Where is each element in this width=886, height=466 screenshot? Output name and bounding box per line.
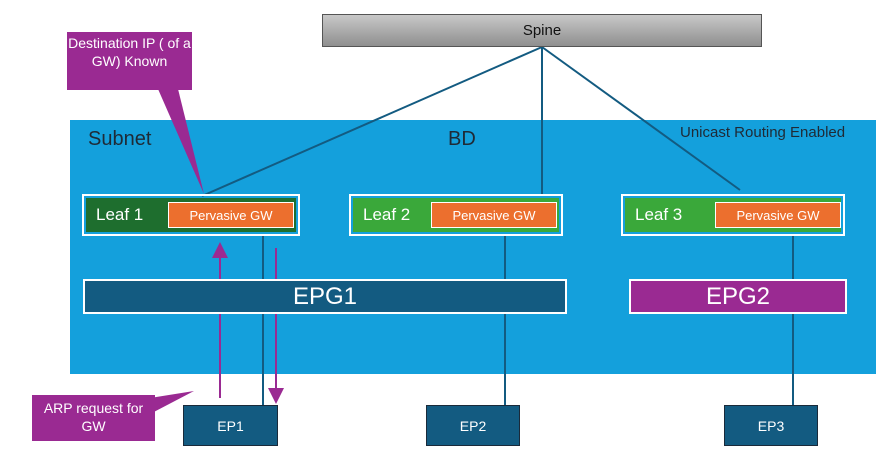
leaf-1-pervasive-gw: Pervasive GW [168, 202, 294, 228]
spine-label: Spine [522, 22, 562, 39]
epg1-bar: EPG1 [83, 279, 567, 314]
arp-request-callout-text: ARP request for GW [43, 400, 144, 434]
arp-request-callout: ARP request for GW [32, 395, 155, 441]
leaf-3-label: Leaf 3 [635, 205, 683, 224]
leaf-2: Leaf 2 Pervasive GW [349, 194, 563, 236]
ep1-label: EP1 [217, 417, 244, 434]
leaf-3: Leaf 3 Pervasive GW [621, 194, 845, 236]
leaf-3-pervasive-gw: Pervasive GW [715, 202, 841, 228]
arp-callout-pointer [150, 391, 194, 414]
epg1-label: EPG1 [292, 282, 358, 310]
spine-leaf3-link [541, 46, 741, 191]
unicast-routing-label: Unicast Routing Enabled [680, 124, 846, 141]
ep1-box: EP1 [183, 405, 278, 446]
bd-label: BD [448, 128, 476, 150]
ep3-box: EP3 [724, 405, 818, 446]
epg2-bar: EPG2 [629, 279, 847, 314]
leaf-2-label: Leaf 2 [363, 205, 411, 224]
destination-ip-callout-text: Destination IP ( of a GW) Known [68, 35, 191, 69]
leaf-2-pervasive-gw: Pervasive GW [431, 202, 557, 228]
leaf-1: Leaf 1 Pervasive GW [82, 194, 300, 236]
bd-region [70, 120, 876, 374]
subnet-label: Subnet [88, 128, 152, 150]
destination-ip-callout: Destination IP ( of a GW) Known [67, 32, 192, 90]
ep2-label: EP2 [459, 417, 487, 434]
spine-leaf1-link [201, 46, 543, 197]
epg2-label: EPG2 [705, 282, 771, 310]
destination-callout-pointer [158, 89, 204, 194]
ep3-label: EP3 [757, 417, 785, 434]
ep2-box: EP2 [426, 405, 520, 446]
leaf-1-label: Leaf 1 [96, 205, 144, 224]
spine-switch: Spine [322, 14, 762, 47]
